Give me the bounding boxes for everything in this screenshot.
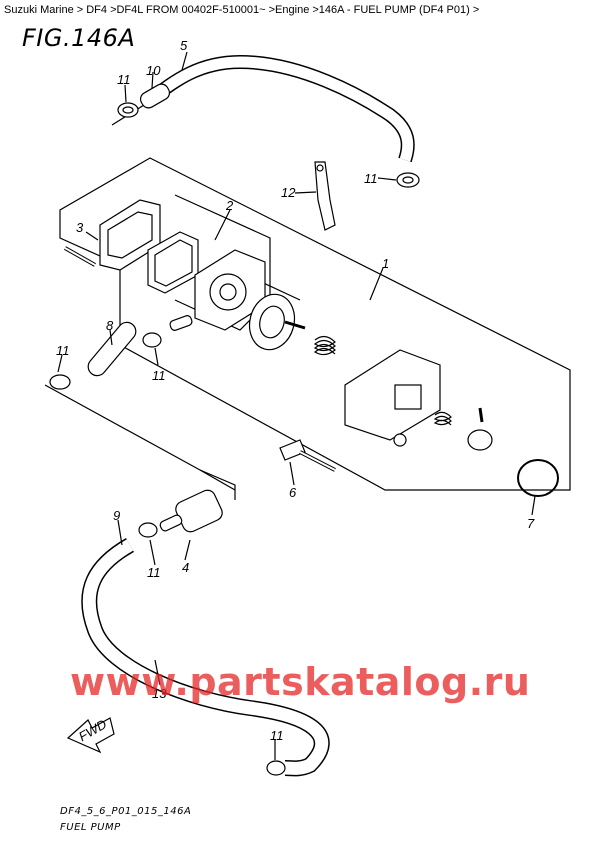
bolt-6 (279, 439, 306, 461)
diaphragm (248, 293, 296, 351)
pump-cover (344, 349, 441, 441)
breadcrumb[interactable]: Suzuki Marine > DF4 >DF4L FROM 00402F-51… (4, 4, 480, 16)
callout-11[interactable]: 11 (147, 565, 161, 580)
spring (313, 335, 336, 356)
clip-11-bottom (266, 760, 286, 776)
fwd-arrow-icon (66, 717, 115, 754)
callout-12[interactable]: 12 (281, 185, 296, 200)
footer-name: FUEL PUMP (60, 822, 121, 833)
clip-11-left (49, 374, 71, 390)
clip-11-mid (142, 332, 162, 348)
filter-4 (175, 489, 223, 533)
clip-11-top (117, 102, 139, 118)
callout-1[interactable]: 1 (382, 256, 389, 271)
callout-4[interactable]: 4 (182, 560, 189, 575)
callout-11[interactable]: 11 (270, 728, 284, 743)
clip-11-right (396, 172, 420, 188)
callout-8[interactable]: 8 (106, 318, 114, 333)
callout-7[interactable]: 7 (527, 516, 535, 531)
strap-12 (314, 161, 336, 231)
callout-13[interactable]: 13 (152, 686, 167, 701)
small-spring (433, 411, 452, 426)
callout-5[interactable]: 5 (180, 38, 188, 53)
callout-6[interactable]: 6 (289, 485, 297, 500)
hose-8 (87, 321, 137, 377)
figure-title: FIG.146A (22, 24, 136, 52)
pump-cap (467, 429, 493, 451)
hose-10 (139, 83, 171, 109)
callout-9[interactable]: 9 (113, 508, 120, 523)
callout-2[interactable]: 2 (225, 198, 234, 213)
clip-11-filter (138, 522, 158, 538)
callout-11[interactable]: 11 (364, 171, 378, 186)
callout-10[interactable]: 10 (146, 63, 161, 78)
watermark: www.partskatalog.ru (70, 660, 531, 704)
o-ring-7 (517, 459, 559, 497)
callout-11[interactable]: 11 (117, 72, 131, 87)
callout-11[interactable]: 11 (152, 368, 166, 383)
callout-3[interactable]: 3 (76, 220, 84, 235)
footer-code: DF4_5_6_P01_015_146A (60, 806, 192, 817)
lower-bracket (44, 384, 236, 500)
callout-11[interactable]: 11 (56, 343, 70, 358)
